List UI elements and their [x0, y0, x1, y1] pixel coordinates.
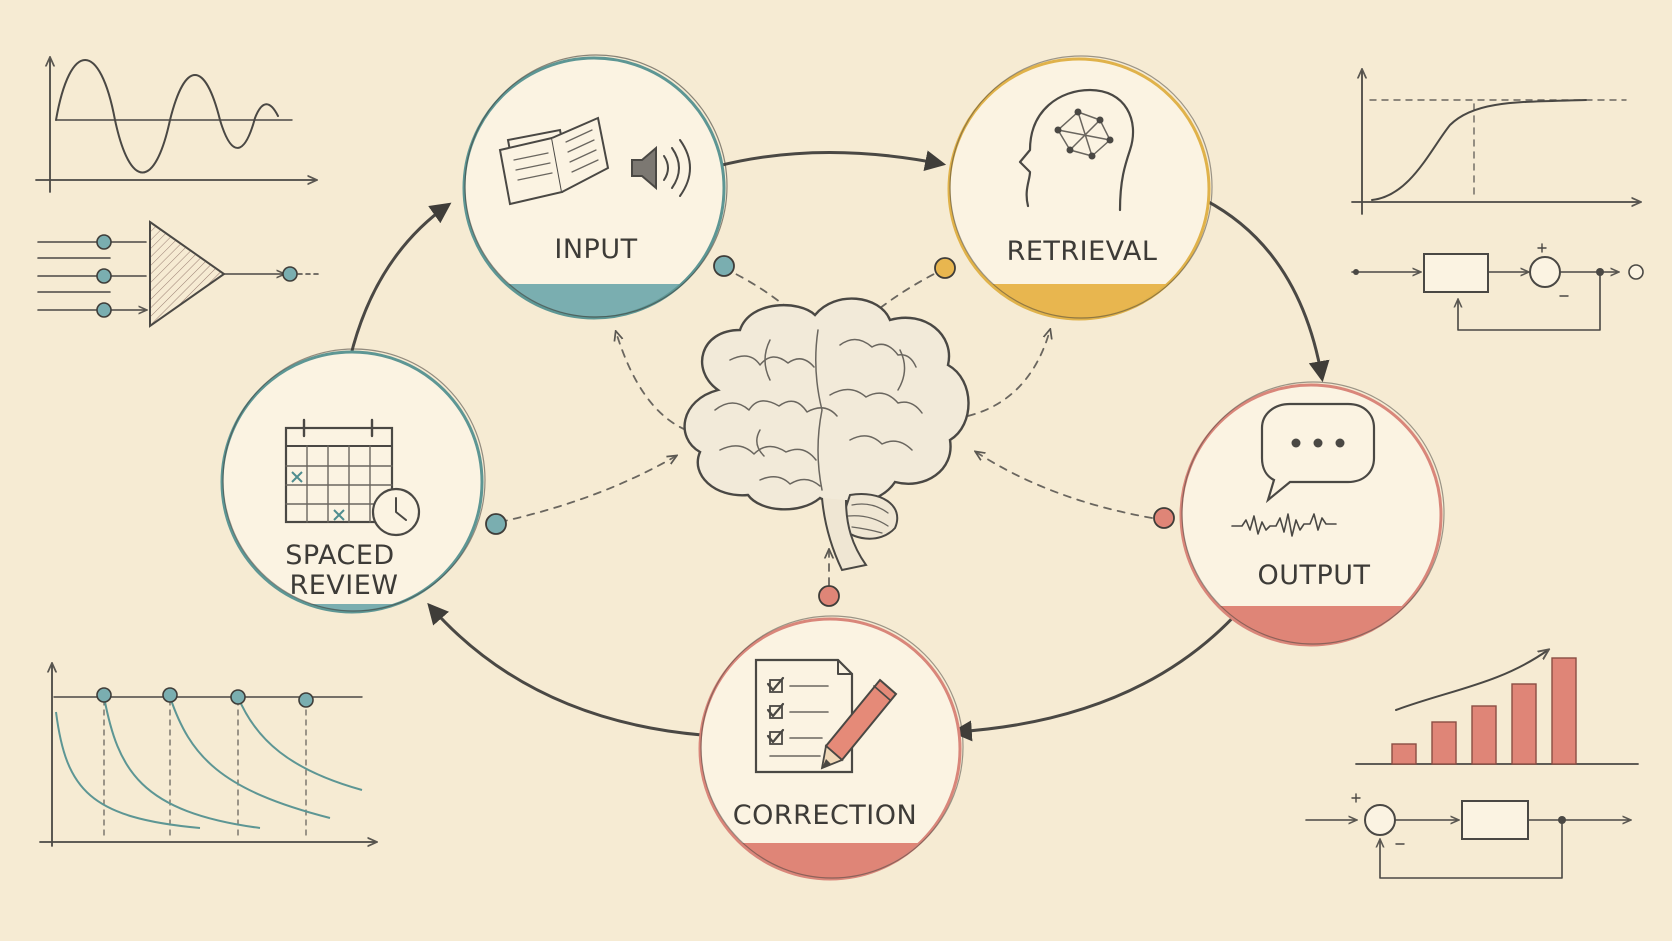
checklist-and-pencil-icon	[754, 658, 898, 774]
node-spaced-review: SPACED REVIEW	[220, 348, 486, 614]
retrieval-accent-bar	[949, 284, 1209, 319]
arrow-output-to-correction	[950, 608, 1242, 742]
brain-icon	[683, 297, 970, 572]
connector-dots	[485, 255, 1175, 607]
head-with-neural-network-icon	[1018, 88, 1135, 212]
saturation-curve-chart-icon	[1351, 70, 1640, 215]
correction-label: CORRECTION	[733, 800, 917, 831]
arrow-review-to-input	[345, 202, 452, 374]
speech-bubble-with-waveform-icon	[1231, 402, 1376, 537]
node-input: INPUT	[462, 54, 728, 320]
input-label: INPUT	[554, 234, 637, 265]
book-and-speaker-icon	[498, 116, 691, 206]
node-correction: CORRECTION	[698, 615, 964, 881]
retrieval-label: RETRIEVAL	[1007, 236, 1158, 267]
damped-oscillation-chart-icon	[35, 58, 316, 193]
feedback-loop-icon-2	[1305, 793, 1630, 879]
correction-accent-bar	[700, 843, 960, 879]
node-retrieval: RETRIEVAL	[947, 55, 1213, 321]
growth-bar-chart-icon	[1355, 650, 1639, 765]
spaced-review-label-line2: REVIEW	[289, 570, 398, 601]
arrow-correction-to-review	[427, 602, 704, 737]
node-output: OUTPUT	[1179, 381, 1445, 647]
input-accent-bar	[464, 284, 724, 318]
output-label: OUTPUT	[1257, 560, 1370, 591]
feedback-loop-icon	[1351, 243, 1644, 331]
amplifier-circuit-icon	[37, 220, 319, 328]
arrow-input-to-retrieval	[716, 150, 947, 172]
forgetting-curve-chart-icon	[39, 664, 376, 846]
output-accent-bar	[1181, 606, 1441, 645]
spaced-review-label: SPACED	[285, 540, 394, 571]
spaced-review-accent-bar	[222, 604, 482, 612]
arrow-retrieval-to-output	[1203, 198, 1330, 383]
cycle-arrows	[345, 150, 1330, 742]
calendar-and-clock-icon	[284, 418, 421, 537]
